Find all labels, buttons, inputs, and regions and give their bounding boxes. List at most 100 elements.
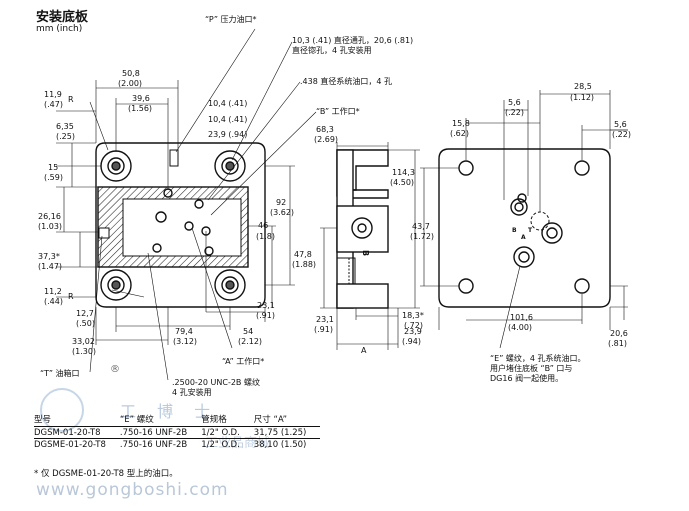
col-dim-a: 尺寸 “A” [253,412,321,427]
dim-79-4-in: (3.12) [173,337,198,346]
e-thread-note-2: 用户堵住底板 “B” 口与 [490,364,573,373]
cell-model: DGSME-01-20-T8 [34,440,106,450]
dim-5-6-b: 5,6 [614,120,627,129]
dim-5-6-a-in: (.22) [505,108,524,117]
through-hole-callout: 10,3 (.41) 直径通孔，20,6 (.81) [292,36,414,45]
cell-e-thread: .750-16 UNF-2B [119,440,188,450]
watermark-url: www.gongboshi.com [36,480,229,500]
dim-10-4-a: 10,4 (.41) [208,99,248,108]
port-t-label: T [528,227,533,234]
counterbore-callout: 直径锪孔，4 孔安装用 [292,46,372,55]
dim-23-1-left-in: (.91) [256,311,275,320]
dim-114-3: 114,3 [392,168,415,177]
top-view-dimensions [56,28,317,381]
dim-5-6-b-in: (.22) [612,130,631,139]
dim-68-3: 68,3 [316,125,334,134]
cell-e-thread: .750-16 UNF-2B [119,426,202,439]
dim-15-8-in: (.62) [450,129,469,138]
dim-68-3-in: (2.69) [314,135,339,144]
col-tube: 管规格 [201,412,254,427]
dim-15-in: (.59) [44,173,63,182]
dim-37-3-in: (1.47) [38,262,63,271]
dim-23-1-side: 23,1 [316,315,334,324]
bottom-view-dimensions [420,90,628,349]
radius-top-label: R [68,95,74,104]
table-header-row: 型号 “E” 螺纹 管规格 尺寸 “A” [34,412,321,427]
side-b-mark: B [361,249,371,257]
cell-model: DGSM-01-20-T8 [34,426,120,439]
dim-23-9-side-in: (.94) [402,337,421,346]
dim-101-6-in: (4.00) [508,323,533,332]
dim-33-02-in: (1.30) [72,347,97,356]
dim-11-9-in: (.47) [44,100,63,109]
dim-43-7-in: (1.72) [410,232,435,241]
table-row: DGSME-01-20-T8 .750-16 UNF-2B 1/2" O.D. … [34,439,320,450]
e-thread-note-1: “E” 螺纹，4 孔系统油口。 [490,354,586,363]
cell-tube: 1/2" O.D. [201,426,254,439]
p-port-callout: “P” 压力油口* [205,15,257,24]
units-label: mm (inch) [36,24,83,34]
page-title: 安装底板 [36,10,89,25]
dim-54-in: (2.12) [238,337,263,346]
dim-6-35: 6,35 [56,122,74,131]
bottom-view-plate [438,148,611,308]
dim-15: 15 [48,163,59,172]
dim-5-6-a: 5,6 [508,98,521,107]
cell-tube: 1/2" O.D. [201,440,240,450]
dim-54: 54 [243,327,254,336]
system-port-callout: .438 直径系统油口，4 孔 [300,77,392,86]
t-port-callout: “T” 油箱口 [40,369,80,378]
dim-a-label: A [361,346,367,355]
unc-thread-callout: .2500-20 UNC-2B 螺纹 [172,378,260,387]
dim-6-35-in: (.25) [56,132,75,141]
dim-92: 92 [276,198,287,207]
dim-26-16: 26,16 [38,212,61,221]
dim-114-3-in: (4.50) [390,178,415,187]
dim-39-6: 39,6 [132,94,150,103]
dim-46-in: (1.8) [256,232,275,241]
cell-dim-a: 38,10 (1.50) [253,440,307,450]
dim-15-8: 15,8 [452,119,470,128]
dim-12-7: 12,7 [76,309,94,318]
dim-28-5: 28,5 [574,82,592,91]
dim-28-5-in: (1.12) [570,93,595,102]
a-port-callout: “A” 工作口* [222,357,265,366]
table-row: DGSM-01-20-T8 .750-16 UNF-2B 1/2" O.D. 3… [34,426,321,439]
dim-23-1-left: 23,1 [257,301,275,310]
dim-11-2-in: (.44) [44,297,63,306]
footnote: * 仅 DGSME-01-20-T8 型上的油口。 [34,469,178,479]
unc-thread-callout-2: 4 孔安装用 [172,388,212,397]
registered-mark: ® [110,364,120,375]
radius-bottom-label: R [68,292,74,301]
dim-46: 46 [258,221,269,230]
dim-47-8-in: (1.88) [292,260,317,269]
port-a-label: A [521,234,526,241]
dim-12-7-in: (.50) [76,319,95,328]
dim-92-in: (3.62) [270,208,295,217]
b-port-callout: “B” 工作口* [316,107,360,116]
dim-47-8: 47,8 [294,250,312,259]
col-model: 型号 [34,412,120,427]
dim-43-7: 43,7 [412,222,430,231]
dim-101-6: 101,6 [510,313,533,322]
port-b-label: B [512,227,517,234]
dim-11-9: 11,9 [44,90,62,99]
col-e-thread: “E” 螺纹 [119,412,202,427]
dim-26-16-in: (1.03) [38,222,63,231]
dim-23-9: 23,9 (.94) [208,130,248,139]
dim-18-3: 18,3* [402,311,424,320]
dim-37-3: 37,3* [38,252,60,261]
dim-18-3-in: (.72) [404,321,423,330]
top-view-plate [95,142,266,308]
dim-10-4-b: 10,4 (.41) [208,115,248,124]
dim-33-02: 33,02 [72,337,95,346]
dim-23-9-side: 23,9 [404,327,422,336]
dim-50-8-in: (2.00) [118,79,143,88]
side-view-dimensions [320,142,420,350]
watermark-cn: 工业品商城 [205,436,271,451]
side-view-plate [336,149,389,309]
parts-table: 型号 “E” 螺纹 管规格 尺寸 “A” DGSM-01-20-T8 .750-… [34,412,321,450]
e-thread-note-3: DG16 阀一起使用。 [490,374,564,383]
cell-dim-a: 31,75 (1.25) [253,426,321,439]
